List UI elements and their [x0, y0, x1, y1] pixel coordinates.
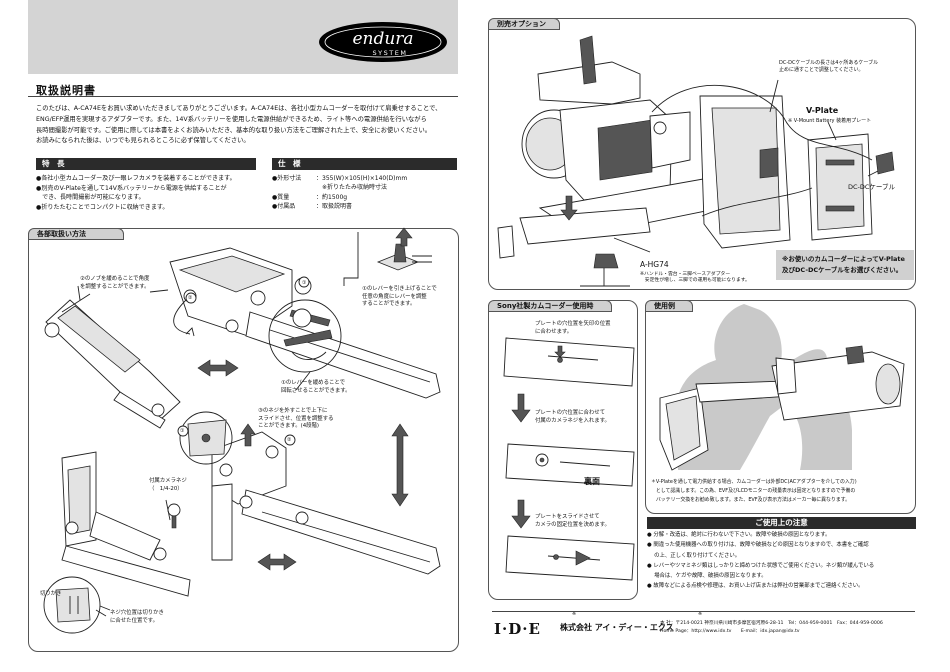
company-address: 本 社：〒214-0021 神奈川県川崎市多摩区宿河原6-28-11 Tel：0… — [660, 621, 883, 634]
arrow-down-icon — [554, 345, 566, 358]
sony-step3-note: プレートをスライドさせて カメラの固定位置を決めます。 — [535, 514, 610, 528]
feature-item: ●別売のV-Plateを通して14V系バッテリーから電源を供給することが — [36, 184, 227, 192]
company-name: 株式会社 アイ・ディー・エクス — [560, 623, 674, 632]
arrow-down-icon — [511, 393, 531, 423]
spec-row: ●外形寸法：355(W)×105(H)×140(D)mm — [272, 175, 408, 182]
intro-line: ENG/EFP運用を実現するアダプターです。また、14V系バッテリーを使用した電… — [36, 115, 427, 123]
intro-line: このたびは、A-CA74Eをお買い求めいただきましてありがとうございます。A-C… — [36, 105, 442, 112]
caution-item: の上、正しく取り付けてください。 — [647, 552, 741, 559]
usage-box: 使用例 — [645, 300, 916, 514]
footer-divider — [492, 611, 915, 612]
hg-note: ※ハンドル・雲台・三脚ベースアダプター 安定性が増し、三脚での運用も可能になりま… — [640, 272, 750, 284]
logo-text-sub: SYSTEM — [373, 49, 408, 57]
back-side-label: 裏面 — [584, 477, 600, 486]
intro-line: お読みになられた後は、いつでも見られるところに必ず保管してください。 — [36, 137, 250, 145]
spec-row: ●付属品：取扱説明書 — [272, 203, 353, 211]
features-list: ●各社小型カムコーダー及び一眼レフカメラを装着することができます。 ●別売のV-… — [36, 174, 256, 212]
hg-label: A-HG74 — [640, 260, 669, 269]
spec-row: ※折りたたみ収納時寸法 — [316, 184, 388, 192]
vplate-label: V-Plate — [806, 106, 839, 115]
note-lever-top: ①のレバーを引き上げることで 任意の角度にレバーを調整 することができます。 — [362, 286, 437, 308]
ide-logo: I·D·E — [494, 620, 541, 638]
dc-length-note: DC-DCケーブルの長さは4ヶ所あるケーブル 止めに通すことで調整してください。 — [779, 60, 879, 73]
specs-list: ●外形寸法：355(W)×105(H)×140(D)mm ※折りたたみ収納時寸法… — [272, 174, 457, 212]
caution-item: ● 間違った使用機器への取り付けは、故障や破損などの原因となりますので、本書をご… — [647, 542, 869, 549]
sony-step1-note: プレートの穴位置を矢印の位置 に合わせます。 — [535, 321, 611, 335]
callout-2b: ② — [287, 437, 292, 443]
note-camera-screw: 付属カメラネジ （ 1/4-20） — [149, 478, 187, 492]
feature-item: でき、長時間撮影が可能になります。 — [36, 194, 145, 202]
unit-vertical-illustration — [61, 451, 191, 597]
intro-text: このたびは、A-CA74Eをお買い求めいただきましてありがとうございます。A-C… — [36, 104, 456, 147]
note-knob: ②のノブを緩めることで角度 を調整することができます。 — [80, 276, 150, 290]
endura-logo: endura SYSTEM — [319, 22, 447, 62]
page-title: 取扱説明書 — [36, 84, 96, 97]
unit-extended-illustration — [169, 247, 441, 399]
left-page: endura SYSTEM 取扱説明書 このたびは、A-CA74Eをお買い求めい… — [28, 0, 459, 652]
arrow-left-right-icon — [197, 359, 239, 377]
caution-item: ● 分解・改造は、絶対に行わないで下さい。故障や破損の原因となります。 — [647, 532, 831, 538]
note-lever-loosen: ①のレバーを緩めることで 回転させることができます。 — [281, 380, 351, 394]
feature-item: ●折りたたむことでコンパクトに収納できます。 — [36, 203, 169, 211]
feature-item: ●各社小型カムコーダー及び一眼レフカメラを装着することができます。 — [36, 175, 236, 182]
options-box: 別売オプション — [488, 18, 916, 290]
sony-step2-note: プレートの穴位置に合わせて 付属のカメラネジを入れます。 — [535, 410, 610, 424]
dc-cable-label: DC-DCケーブル — [848, 183, 896, 191]
options-heading: 別売オプション — [488, 18, 560, 30]
arrow-down-icon — [511, 499, 531, 529]
handling-illustrations — [43, 227, 441, 634]
arrow-up-icon — [240, 423, 256, 447]
notch-label: 切りかき — [40, 591, 62, 597]
specs-heading: 仕 様 — [272, 158, 457, 170]
unit-folded-illustration — [44, 285, 181, 429]
unit-raised-illustration — [211, 431, 441, 575]
usage-note: ＊V-Plateを通して電力供給する場合、カムコーダーは外部DC(ACアダプター… — [651, 479, 857, 503]
footer-mark: ※ — [698, 611, 703, 617]
note-notch: ネジ穴位置は切りかき に合せた位置です。 — [110, 610, 164, 624]
callout-1b: ① — [180, 428, 185, 434]
caution-item: ● 故障などによる点検や修理は、お買い上げ店または弊社の営業部までご連絡ください… — [647, 583, 864, 590]
spec-row: ●質量：約1500g — [272, 193, 348, 201]
caution-item: 場合は、ケガや故障、破損の原因となります。 — [647, 573, 767, 580]
selection-advice: ※お使いのカムコーダーによってV-Plate 及びDC-DCケーブルをお選びくだ… — [776, 250, 914, 280]
note-screw: ③のネジを外すことで上下に スライドさせ、位置を調整する ことができます。(4段… — [258, 408, 334, 430]
cautions-list: ● 分解・改造は、絶対に行わないで下さい。故障や破損の原因となります。 ● 間違… — [647, 530, 914, 592]
caution-item: ● レバーやツマミネジ類はしっかりと締めつけた状態でご使用ください。ネジ類が緩ん… — [647, 562, 875, 569]
sony-heading: Sony社製カムコーダー使用時 — [488, 300, 612, 312]
vplate-note: ※ V-Mount Battery 装着用プレート — [788, 118, 872, 124]
handling-heading: 各部取扱い方法 — [28, 228, 124, 240]
cautions-heading: ご使用上の注意 — [647, 517, 916, 529]
sony-box: Sony社製カムコーダー使用時 — [488, 300, 638, 600]
footer-mark: ※ — [572, 611, 577, 617]
features-heading: 特 長 — [36, 158, 256, 170]
handling-box: 各部取扱い方法 — [28, 228, 459, 652]
arrow-left-right-icon — [257, 553, 297, 571]
arrow-up-down-icon — [391, 423, 409, 507]
callout-1: ① — [302, 280, 307, 286]
callout-2: ② — [188, 295, 193, 301]
arrow-down-icon — [560, 195, 578, 221]
arrow-up-icon — [395, 227, 413, 247]
divider — [28, 96, 458, 97]
logo-text-main: endura — [352, 29, 413, 49]
usage-heading: 使用例 — [645, 300, 693, 312]
intro-line: 長時間撮影が可能です。ご使用に際しては本書をよくお読みいただき、基本的な取り扱い… — [36, 126, 432, 134]
